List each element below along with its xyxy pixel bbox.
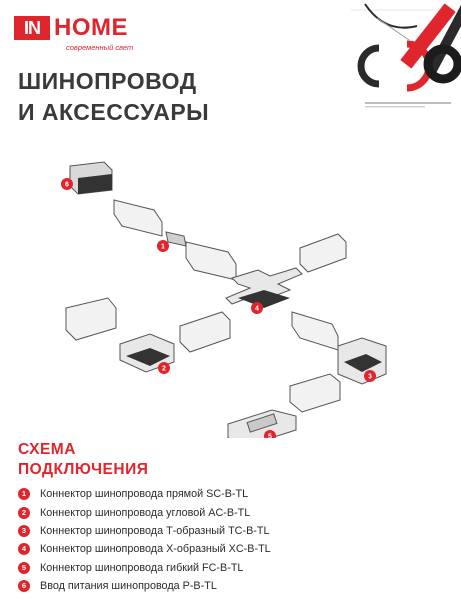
legend-item-text: Коннектор шинопровода гибкий FC-B-TL [40,561,244,574]
number-badge: 2 [18,506,30,519]
scheme-marker: 4 [251,302,263,314]
x-connector-shape [225,267,303,308]
connection-scheme: 6 1 4 2 3 5 [61,161,387,438]
scheme-marker: 3 [364,370,376,382]
number-badge: 6 [18,580,30,593]
legend-item-text: Коннектор шинопровода прямой SC-B-TL [40,488,249,501]
svg-text:1: 1 [161,244,165,251]
brand-logo: IN HOME современный свет [14,14,164,58]
legend-item-text: Коннектор шинопровода угловой AC-B-TL [40,506,251,519]
decor-graphic [351,2,461,108]
svg-text:6: 6 [65,182,69,189]
legend-item-text: Ввод питания шинопровода P-B-TL [40,580,217,593]
logo-name: HOME [54,14,128,41]
section-title-line-1: СХЕМА [18,441,76,458]
title-line-1: ШИНОПРОВОД [18,68,197,94]
page-title: ШИНОПРОВОД И АКСЕССУАРЫ [18,66,209,128]
legend-list: 1 Коннектор шинопровода прямой SC-B-TL 2… [18,485,271,595]
section-title-line-2: ПОДКЛЮЧЕНИЯ [18,461,149,478]
section-title: СХЕМА ПОДКЛЮЧЕНИЯ [18,440,148,480]
number-badge: 1 [18,488,30,501]
svg-text:4: 4 [255,306,259,313]
number-badge: 4 [18,543,30,556]
svg-text:5: 5 [268,434,272,439]
number-badge: 5 [18,561,30,574]
legend-item: 5 Коннектор шинопровода гибкий FC-B-TL [18,559,271,577]
svg-text:3: 3 [368,374,372,381]
legend-item: 2 Коннектор шинопровода угловой AC-B-TL [18,503,271,521]
legend-item: 4 Коннектор шинопровода Х-образный XC-B-… [18,540,271,558]
legend-item-text: Коннектор шинопровода Т-образный TC-B-TL [40,524,270,537]
logo-tagline: современный свет [66,43,134,52]
legend-item: 1 Коннектор шинопровода прямой SC-B-TL [18,485,271,503]
legend-item-text: Коннектор шинопровода Х-образный XC-B-TL [40,543,271,556]
svg-text:2: 2 [162,366,166,373]
scheme-marker: 5 [264,430,276,438]
scheme-marker: 2 [158,362,170,374]
legend-item: 6 Ввод питания шинопровода P-B-TL [18,577,271,595]
scheme-marker: 1 [157,240,169,252]
title-line-2: И АКСЕССУАРЫ [18,99,210,125]
logo-mark: IN [14,16,50,40]
legend-item: 3 Коннектор шинопровода Т-образный TC-B-… [18,522,271,540]
scheme-marker: 6 [61,178,73,190]
feed-block [69,161,113,195]
number-badge: 3 [18,524,30,537]
